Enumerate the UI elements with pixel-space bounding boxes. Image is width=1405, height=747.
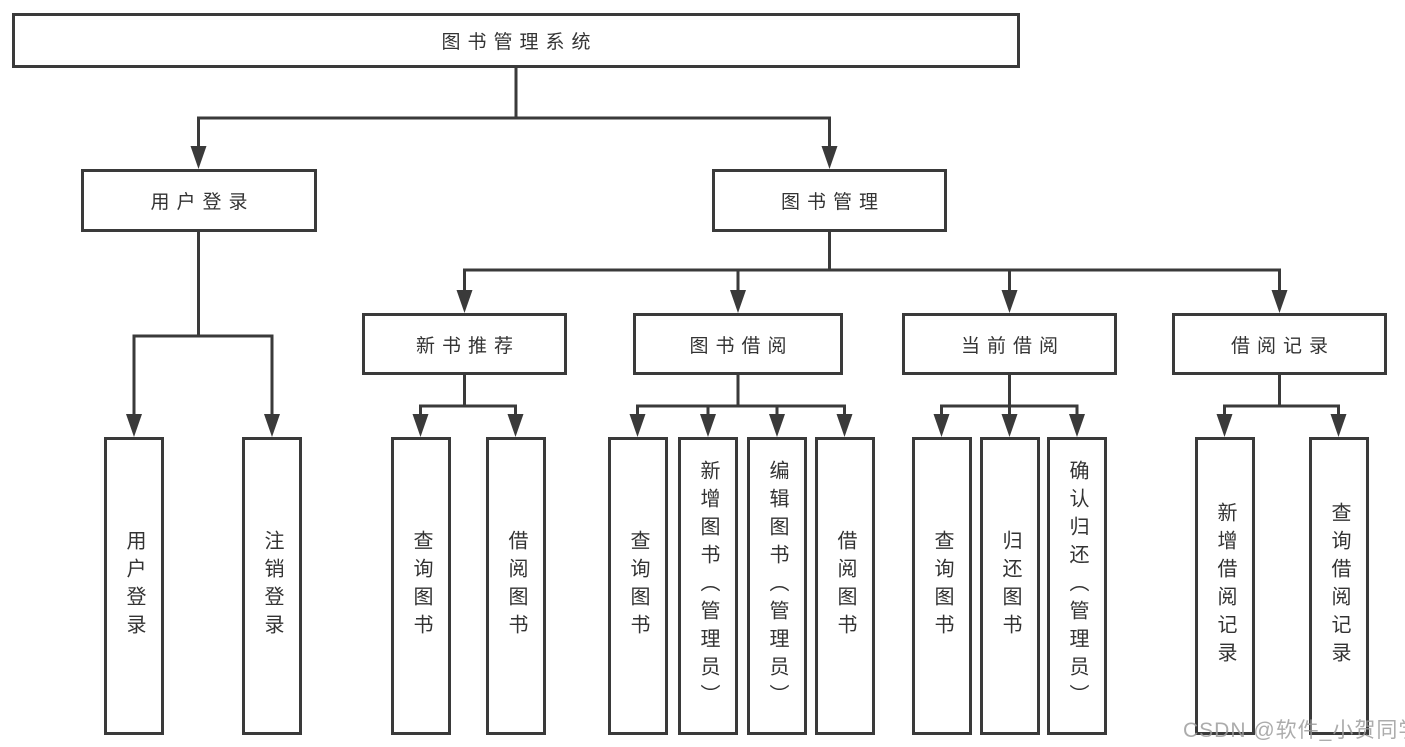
leaf-user-login: 用户登录 [104, 437, 164, 735]
node-user-login: 用户登录 [81, 169, 317, 232]
leaf-query-books-under-recommendation: 查询图书 [391, 437, 451, 735]
leaf-add-borrow-record: 新增借阅记录 [1195, 437, 1255, 735]
leaf-logout-label: 注销登录 [261, 530, 283, 642]
node-library-system: 图书管理系统 [12, 13, 1020, 68]
node-borrowing-records: 借阅记录 [1172, 313, 1387, 375]
leaf-add-book-admin: 新增图书（管理员） [678, 437, 738, 735]
leaf-edit-book-admin: 编辑图书（管理员） [747, 437, 807, 735]
arrowheads-level3 [456, 290, 1288, 313]
node-book-management-label: 图书管理 [780, 192, 885, 213]
leaf-logout: 注销登录 [242, 437, 302, 735]
node-new-book-recommendation-label: 新书推荐 [415, 335, 520, 357]
leaf-query-borrow-record-label: 查询借阅记录 [1328, 502, 1350, 670]
leaf-confirm-return-admin-label: 确认归还（管理员） [1066, 460, 1088, 712]
edge-newbookrec-to-leaves [419, 375, 517, 417]
leaf-query-books-label: 查询图书 [410, 530, 432, 642]
arrowheads-leaves [126, 414, 1347, 437]
leaf-borrow-books-label: 借阅图书 [834, 530, 856, 642]
edge-bookmgmt-to-level3 [463, 232, 1281, 293]
leaf-user-login-label: 用户登录 [123, 530, 145, 642]
leaf-borrow-books-under-recommendation: 借阅图书 [486, 437, 546, 735]
leaf-query-books-label: 查询图书 [931, 530, 953, 642]
edge-bookborrow-to-leaves [636, 375, 846, 417]
node-user-login-label: 用户登录 [150, 192, 255, 213]
node-current-borrowing: 当前借阅 [902, 313, 1117, 375]
node-book-management: 图书管理 [712, 169, 947, 232]
leaf-query-books-under-borrowing: 查询图书 [608, 437, 668, 735]
leaf-borrow-books-under-borrowing: 借阅图书 [815, 437, 875, 735]
edge-userlogin-to-leaves [132, 232, 274, 417]
leaf-query-borrow-record: 查询借阅记录 [1309, 437, 1369, 735]
node-current-borrowing-label: 当前借阅 [960, 335, 1065, 357]
edge-root-to-level2 [197, 68, 831, 149]
leaf-confirm-return-admin: 确认归还（管理员） [1047, 437, 1107, 735]
leaf-return-book-label: 归还图书 [999, 530, 1021, 642]
leaf-query-books-label: 查询图书 [627, 530, 649, 642]
node-library-system-label: 图书管理系统 [441, 32, 598, 53]
leaf-return-book: 归还图书 [980, 437, 1040, 735]
node-book-borrowing-label: 图书借阅 [689, 335, 794, 357]
edge-currentborrow-to-leaves [940, 375, 1079, 417]
node-new-book-recommendation: 新书推荐 [362, 313, 567, 375]
arrowheads-level2 [190, 146, 838, 169]
leaf-add-book-admin-label: 新增图书（管理员） [697, 460, 719, 712]
edge-borrowrecords-to-leaves [1223, 375, 1340, 417]
leaf-query-books-under-current: 查询图书 [912, 437, 972, 735]
leaf-borrow-books-label: 借阅图书 [505, 530, 527, 642]
leaf-edit-book-admin-label: 编辑图书（管理员） [766, 460, 788, 712]
node-borrowing-records-label: 借阅记录 [1230, 335, 1335, 357]
node-book-borrowing: 图书借阅 [633, 313, 843, 375]
csdn-watermark: CSDN @软件_小贺同学 [1183, 719, 1405, 742]
leaf-add-borrow-record-label: 新增借阅记录 [1214, 502, 1236, 670]
